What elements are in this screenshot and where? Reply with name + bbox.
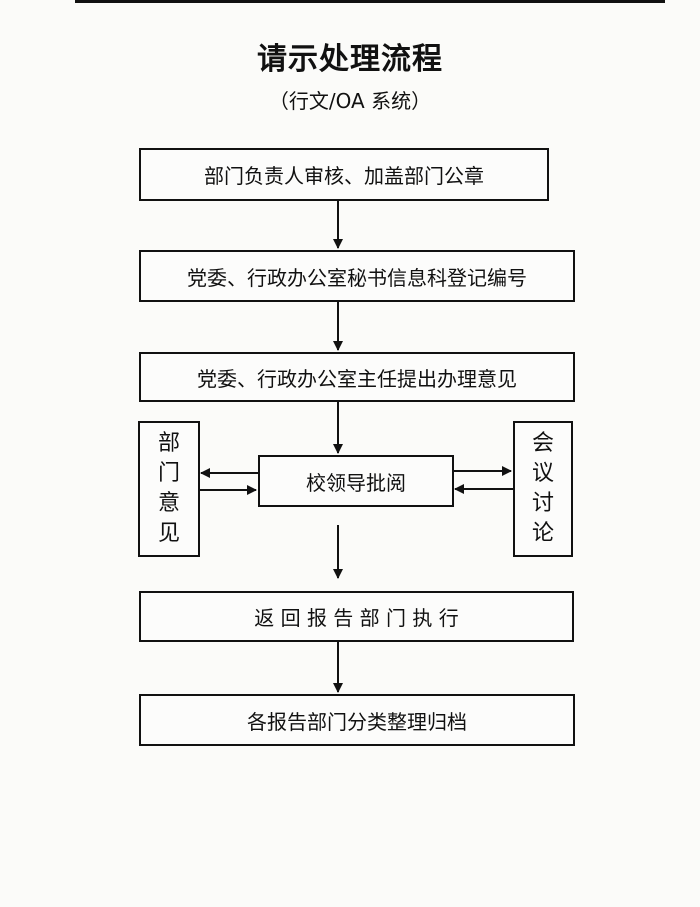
dept-opinion-char: 意 — [157, 491, 180, 516]
page-subtitle: （行文/OA 系统） — [268, 89, 432, 113]
step-leader-review: 校领导批阅 — [258, 455, 454, 507]
step-archive: 各报告部门分类整理归档 — [139, 694, 575, 746]
step-return-execute: 返 回 报 告 部 门 执 行 — [139, 591, 574, 642]
meeting-char: 会 — [531, 431, 554, 456]
top-rule — [75, 0, 665, 3]
step-register-number: 党委、行政办公室秘书信息科登记编号 — [139, 250, 575, 302]
dept-opinion-box: 部 门 意 见 — [138, 421, 200, 557]
dept-opinion-char: 部 — [157, 431, 180, 456]
dept-opinion-char: 门 — [157, 461, 180, 486]
page-title: 请示处理流程 — [257, 42, 443, 77]
dept-opinion-char: 见 — [157, 521, 180, 546]
meeting-char: 讨 — [531, 491, 554, 516]
meeting-discussion-box: 会 议 讨 论 — [513, 421, 573, 557]
step-office-opinion: 党委、行政办公室主任提出办理意见 — [139, 352, 575, 402]
meeting-char: 论 — [531, 521, 554, 546]
step-dept-review: 部门负责人审核、加盖部门公章 — [139, 148, 549, 201]
meeting-char: 议 — [531, 461, 554, 486]
